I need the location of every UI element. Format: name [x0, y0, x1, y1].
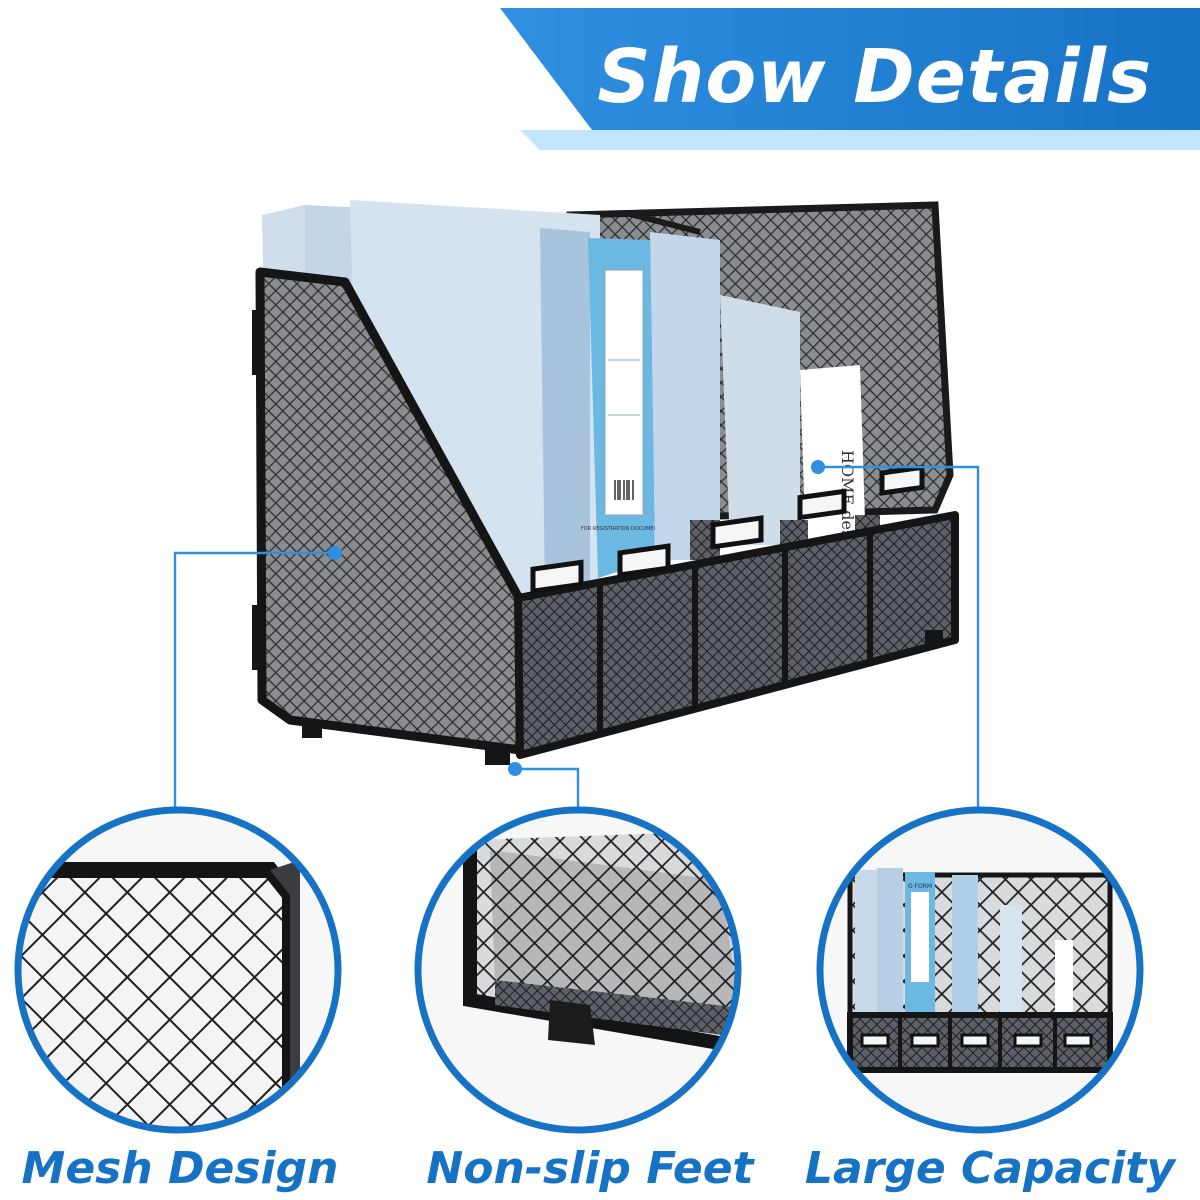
mesh-closeup-image — [14, 806, 342, 1134]
callout-dots — [328, 460, 825, 776]
organizer-side-panel — [252, 267, 525, 755]
banner-ribbon — [500, 8, 1200, 130]
banner-shadow — [520, 130, 1200, 150]
capacity-closeup-image: G·FORM — [816, 806, 1144, 1134]
feature-label-non-slip-feet: Non-slip Feet — [426, 1143, 754, 1194]
organizer-front — [302, 464, 959, 765]
header-banner — [500, 8, 1200, 150]
callout-lines — [173, 465, 980, 820]
mini-binder-label: G·FORM — [908, 883, 932, 890]
foot-closeup-image — [414, 806, 742, 1134]
feature-label-large-capacity: Large Capacity — [804, 1143, 1176, 1194]
binder-label: FOR REGISTRATION DOCUMENTATION — [581, 526, 675, 532]
banner-title: Show Details — [597, 34, 1152, 120]
barcode-icon — [614, 478, 636, 502]
feature-label-mesh-design: Mesh Design — [21, 1143, 339, 1194]
